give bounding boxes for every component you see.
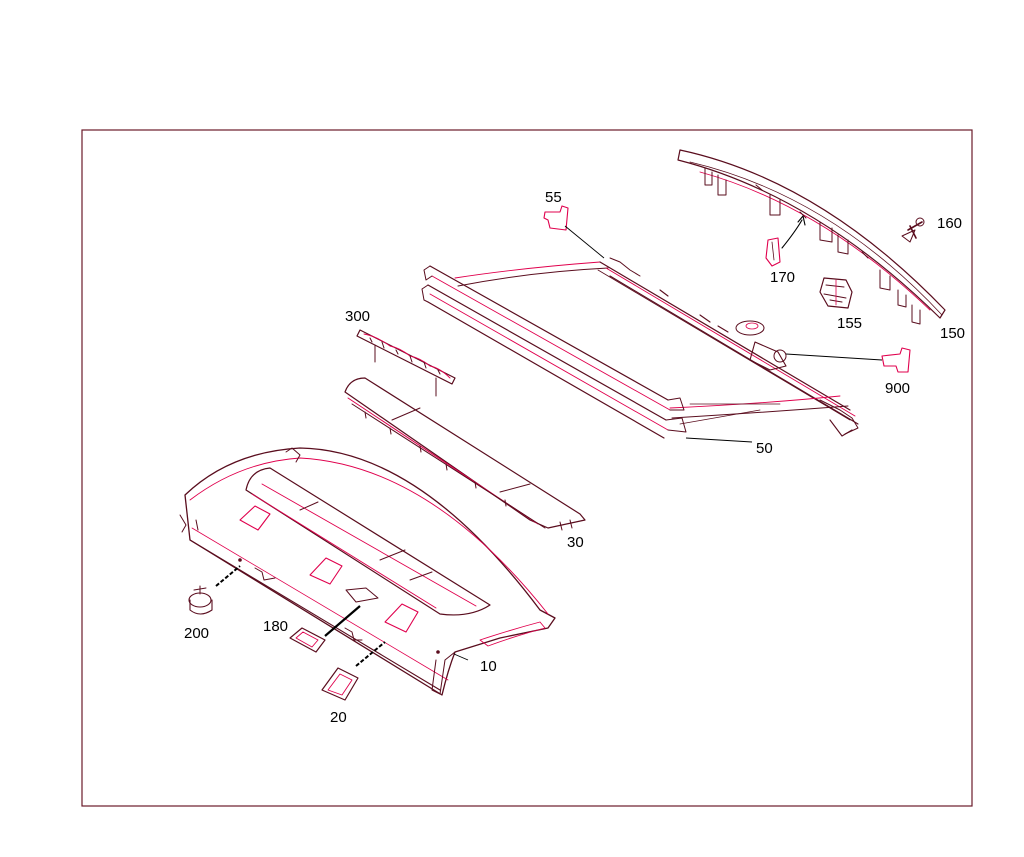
part-55-bracket[interactable] bbox=[543, 205, 569, 231]
label-180: 180 bbox=[263, 618, 288, 635]
label-300: 300 bbox=[345, 308, 370, 325]
part-50-roller-blind-frame[interactable] bbox=[421, 257, 859, 439]
leader-900 bbox=[785, 353, 883, 361]
label-160: 160 bbox=[937, 215, 962, 232]
label-170: 170 bbox=[770, 269, 795, 286]
part-155-clip[interactable] bbox=[819, 277, 853, 309]
part-170-retaining-clip[interactable] bbox=[765, 215, 806, 267]
part-900-motor[interactable] bbox=[881, 347, 911, 373]
label-10: 10 bbox=[480, 658, 497, 675]
leader-180 bbox=[324, 605, 361, 637]
part-180-cover-cap[interactable] bbox=[289, 627, 326, 653]
label-20: 20 bbox=[330, 709, 347, 726]
leader-10 bbox=[453, 653, 469, 661]
label-150: 150 bbox=[940, 325, 965, 342]
part-20-cover-cap[interactable] bbox=[321, 667, 359, 701]
leader-200 bbox=[215, 565, 241, 587]
label-55: 55 bbox=[545, 189, 562, 206]
part-160-rivet[interactable] bbox=[901, 217, 925, 243]
label-155: 155 bbox=[837, 315, 862, 332]
part-150-trim-strip[interactable] bbox=[677, 149, 946, 325]
part-300-lettering-badge[interactable] bbox=[356, 329, 456, 397]
leader-55 bbox=[564, 225, 605, 259]
label-900: 900 bbox=[885, 380, 910, 397]
part-30-grille-trim[interactable] bbox=[344, 377, 586, 531]
diagram-frame bbox=[81, 129, 973, 807]
leader-50 bbox=[685, 437, 753, 443]
part-200-push-button[interactable] bbox=[188, 585, 213, 615]
label-50: 50 bbox=[756, 440, 773, 457]
part-10-rear-shelf[interactable] bbox=[179, 447, 556, 696]
label-200: 200 bbox=[184, 625, 209, 642]
label-30: 30 bbox=[567, 534, 584, 551]
leader-20 bbox=[355, 641, 386, 667]
